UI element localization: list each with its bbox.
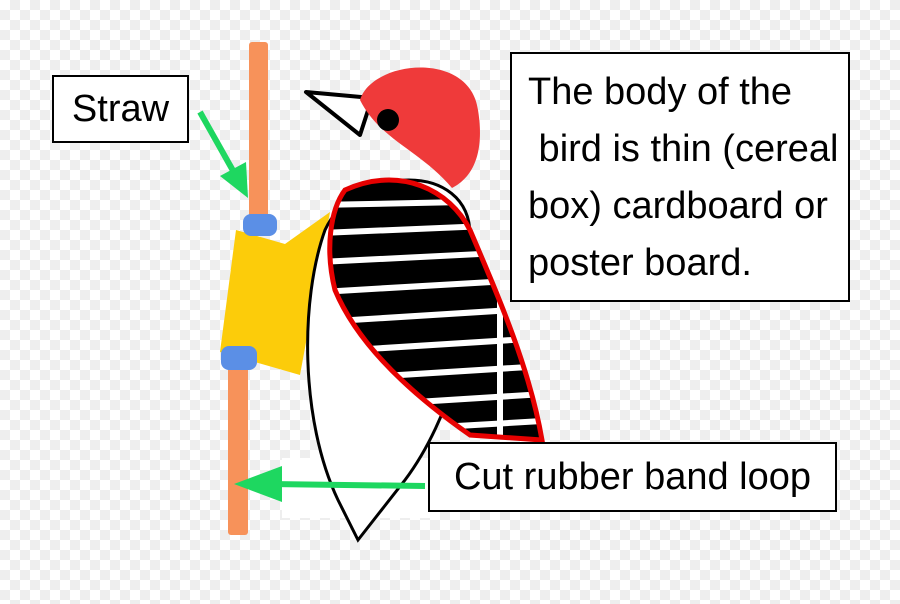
bird-beak <box>304 90 374 137</box>
body-note-line-4: poster board. <box>528 242 752 284</box>
body-note-box: The body of the bird is thin (cereal box… <box>510 52 850 302</box>
bird-cap <box>360 67 480 188</box>
tape <box>220 212 330 375</box>
body-note-line-2: bird is thin (cereal <box>528 128 839 170</box>
bird-eye <box>377 109 399 131</box>
wing-outline <box>327 177 546 443</box>
body-note-line-3: box) cardboard or <box>528 185 828 227</box>
rubber-band-arrow <box>234 466 426 502</box>
rubber-band-lower <box>221 346 257 370</box>
rubber-band-label: Cut rubber band loop <box>453 456 812 498</box>
body-note-line-1: The body of the <box>528 71 793 113</box>
rubber-band-upper <box>243 214 277 236</box>
straw-label: Straw <box>71 88 170 130</box>
straw-lower <box>228 360 248 535</box>
straw-label-box: Straw <box>52 75 189 143</box>
straw-upper <box>249 42 268 220</box>
rubber-band-label-box: Cut rubber band loop <box>428 442 837 512</box>
bird-wing <box>329 179 542 440</box>
straw-arrow <box>197 110 248 198</box>
